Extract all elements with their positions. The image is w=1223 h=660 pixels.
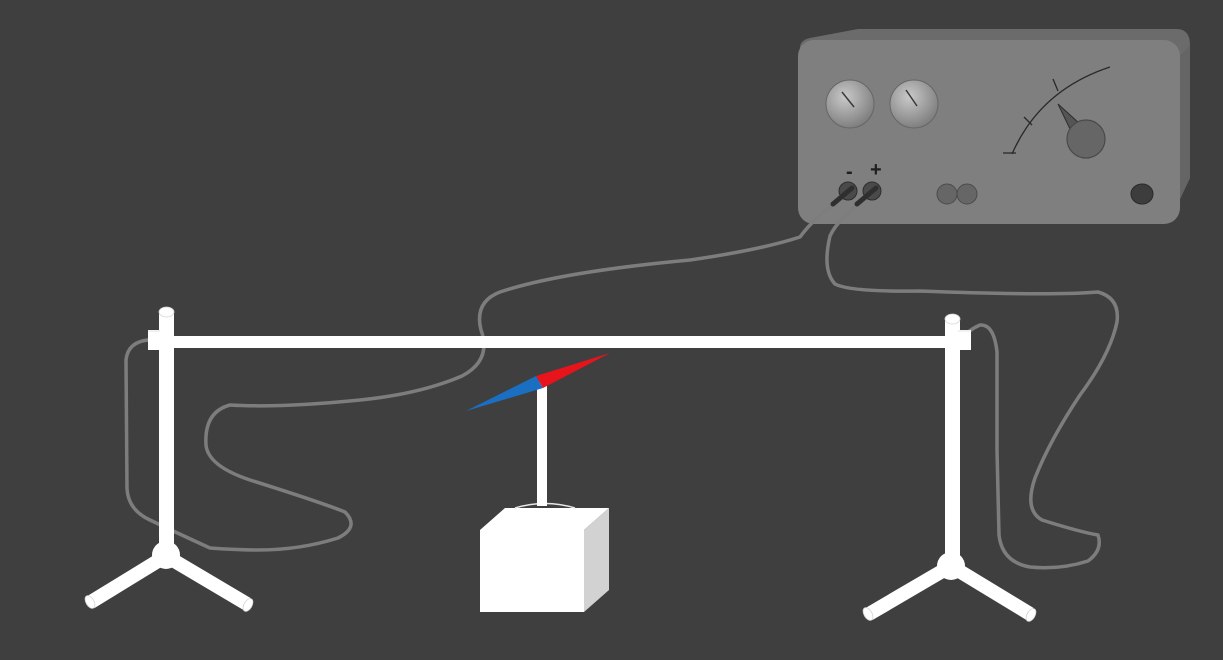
left-stand-base [87,549,251,611]
negative-terminal[interactable] [830,181,858,207]
compass[interactable] [466,353,610,612]
wires [124,194,1120,570]
right-stand-foot [1025,608,1037,622]
conductor-rod-body [160,336,960,348]
positive-terminal-label: + [870,159,882,181]
positive-terminal[interactable] [854,181,882,207]
right-stand-foot [862,607,874,621]
left-stand-post-top [158,306,175,318]
left-stand-foot [242,598,254,612]
negative-wire [124,194,848,552]
power-supply: - + [798,29,1190,224]
right-stand-hub [937,552,965,580]
right-rod-clamp [945,330,971,350]
compass-block-side [584,508,609,612]
current-dial-pointer-icon [905,89,918,107]
voltage-dial[interactable] [825,79,875,129]
positive-plug-icon [854,185,879,207]
compass-block [480,502,609,612]
meter-tick [1052,78,1059,92]
negative-plug-icon [830,185,855,207]
power-supply-front-panel [798,40,1180,224]
left-stand-foot [84,595,96,609]
compass-needle-north-icon [536,353,610,388]
compass-block-top [480,508,609,530]
compass-stem [537,382,547,506]
selector-buttons[interactable] [936,183,978,205]
meter-pivot [1066,119,1106,159]
left-stand-post [159,312,174,552]
conductor-rod [148,330,971,350]
power-button[interactable] [1130,183,1154,205]
left-stand-hub [152,541,180,569]
meter-scale-arc [1011,66,1111,155]
left-rod-clamp [148,330,174,350]
positive-wire [825,194,1120,570]
voltage-dial-pointer-icon [841,91,855,108]
negative-terminal-label: - [846,161,853,183]
left-stand [84,306,254,612]
right-stand-post-top [944,313,961,325]
meter-tick [1023,116,1033,126]
right-stand-base [865,559,1034,621]
right-stand [862,313,1037,622]
right-stand-post [945,319,960,567]
analog-meter [1003,66,1111,159]
compass-needle-south-icon [466,376,543,411]
current-dial[interactable] [889,79,939,129]
compass-block-front [480,530,584,612]
